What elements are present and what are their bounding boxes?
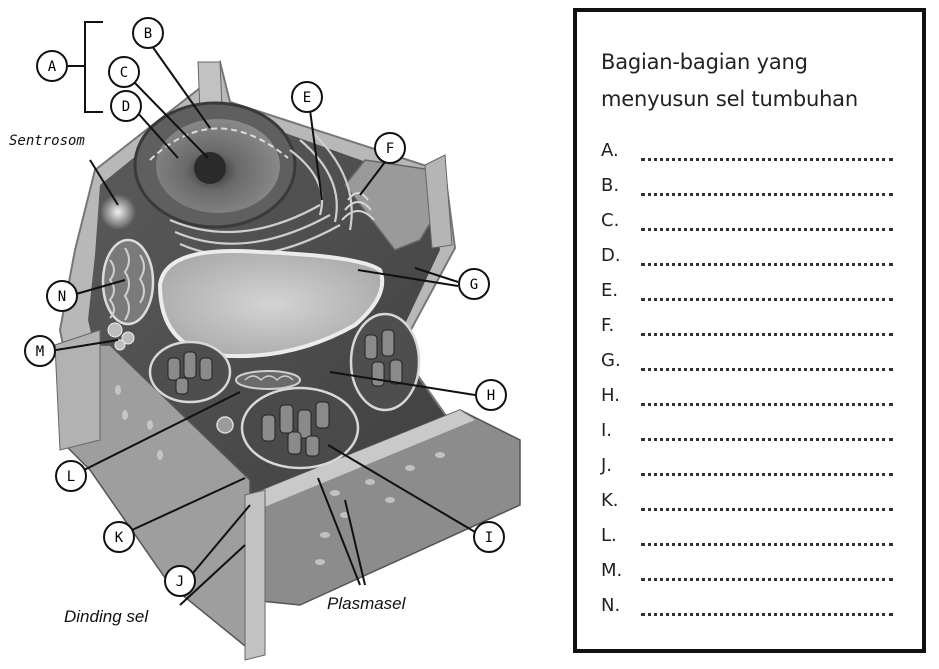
callout-j: J <box>165 566 195 596</box>
callout-c: C <box>109 57 139 87</box>
answer-letter: F. <box>601 315 614 336</box>
answer-row: A. <box>601 140 901 170</box>
answer-blank-line[interactable] <box>641 193 893 196</box>
answer-row: M. <box>601 560 901 590</box>
callout-n-label: N <box>58 289 66 305</box>
answer-blank-line[interactable] <box>641 228 893 231</box>
mitochondrion <box>103 240 153 324</box>
answer-row: N. <box>601 595 901 625</box>
callout-c-label: C <box>120 65 128 81</box>
answer-letter: E. <box>601 280 618 301</box>
callout-m-label: M <box>36 344 44 360</box>
answer-blank-line[interactable] <box>641 543 893 546</box>
answer-blank-line[interactable] <box>641 578 893 581</box>
callout-l: L <box>56 461 86 491</box>
callout-f-label: F <box>386 141 394 157</box>
peroxisome <box>217 417 233 433</box>
answer-letter: G. <box>601 350 621 371</box>
panel-title-line-2: menyusun sel tumbuhan <box>601 81 901 118</box>
callout-e-label: E <box>303 90 311 106</box>
answer-row: F. <box>601 315 901 345</box>
answer-letter: D. <box>601 245 621 266</box>
callout-d: D <box>111 91 141 121</box>
answer-blank-line[interactable] <box>641 263 893 266</box>
answer-blank-line[interactable] <box>641 333 893 336</box>
small-organelle <box>236 371 300 389</box>
answer-letter: N. <box>601 595 620 616</box>
callout-k: K <box>104 522 134 552</box>
centrosome <box>100 194 136 230</box>
answer-row: I. <box>601 420 901 450</box>
callout-h: H <box>476 380 506 410</box>
panel-title-line-1: Bagian-bagian yang <box>601 44 901 81</box>
answer-letter: K. <box>601 490 619 511</box>
answer-letter: L. <box>601 525 617 546</box>
answer-blank-line[interactable] <box>641 298 893 301</box>
callout-a-label: A <box>48 59 57 75</box>
answer-letter: A. <box>601 140 619 161</box>
plant-cell-diagram: A B C D E F G H I J K L M N Sentrosom Di… <box>0 0 560 669</box>
answer-letter: H. <box>601 385 620 406</box>
callout-j-label: J <box>176 574 184 590</box>
chloroplast-left <box>150 342 230 402</box>
answer-blank-line[interactable] <box>641 613 893 616</box>
answer-row: G. <box>601 350 901 380</box>
answer-letter: M. <box>601 560 622 581</box>
label-plasmasel: Plasmasel <box>327 594 407 613</box>
answer-row: L. <box>601 525 901 555</box>
label-dinding-sel: Dinding sel <box>64 607 149 626</box>
callout-k-label: K <box>115 530 124 546</box>
answer-row: H. <box>601 385 901 415</box>
answer-panel: Bagian-bagian yang menyusun sel tumbuhan… <box>573 8 926 653</box>
answer-row: K. <box>601 490 901 520</box>
callout-b-label: B <box>144 26 152 42</box>
answer-row: D. <box>601 245 901 275</box>
cell-wall-left-slab <box>55 330 100 450</box>
callout-m: M <box>25 336 55 366</box>
callout-g-label: G <box>470 277 478 293</box>
answer-row: E. <box>601 280 901 310</box>
callout-f: F <box>375 133 405 163</box>
callout-e: E <box>292 82 322 112</box>
answer-blank-line[interactable] <box>641 403 893 406</box>
bracket-a <box>68 22 103 112</box>
callout-i-label: I <box>485 530 493 546</box>
chloroplast-bottom <box>242 388 358 468</box>
answer-letter: B. <box>601 175 619 196</box>
callout-h-label: H <box>487 388 495 404</box>
answer-blank-line[interactable] <box>641 438 893 441</box>
callout-a: A <box>37 51 67 81</box>
answer-blank-line[interactable] <box>641 473 893 476</box>
nucleolus <box>194 152 226 184</box>
callout-l-label: L <box>67 469 75 485</box>
answer-row: B. <box>601 175 901 205</box>
callout-n: N <box>47 281 77 311</box>
answer-letter: I. <box>601 420 612 441</box>
callout-d-label: D <box>122 99 130 115</box>
chloroplast-right <box>351 314 419 410</box>
answer-row: J. <box>601 455 901 485</box>
callout-g: G <box>459 269 489 299</box>
callout-i: I <box>474 522 504 552</box>
answer-row: C. <box>601 210 901 240</box>
answer-blank-line[interactable] <box>641 158 893 161</box>
answer-letter: J. <box>601 455 612 476</box>
answer-blank-line[interactable] <box>641 508 893 511</box>
panel-title: Bagian-bagian yang menyusun sel tumbuhan <box>601 44 901 118</box>
label-sentrosom: Sentrosom <box>9 133 85 149</box>
nucleus <box>135 103 295 227</box>
answer-blank-line[interactable] <box>641 368 893 371</box>
answer-letter: C. <box>601 210 619 231</box>
cell-wall-post-left <box>245 490 265 660</box>
callout-b: B <box>133 18 163 48</box>
